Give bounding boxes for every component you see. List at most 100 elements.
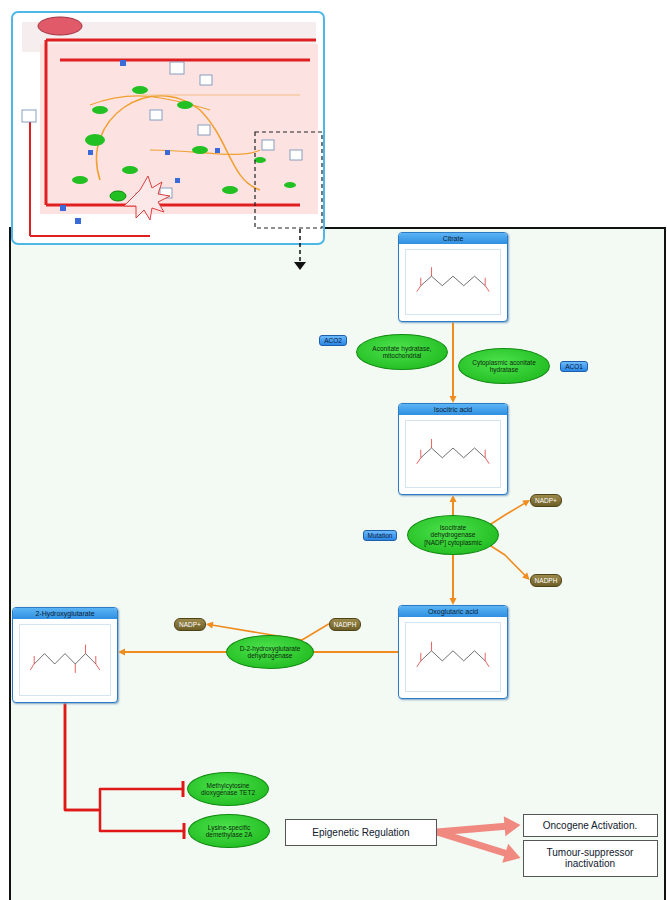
bond-lines (34, 654, 96, 664)
arrow-head (450, 598, 457, 605)
metabolite-box: Citrate (398, 232, 508, 322)
connector-line (65, 703, 183, 810)
outcome-box: Epigenetic Regulation (285, 819, 437, 846)
node-label: Epigenetic Regulation (312, 827, 409, 838)
enzyme-oval: Lysine-specific demethylase 2A (188, 814, 270, 848)
oxygen-bonds (30, 645, 100, 673)
arrow-head (502, 844, 520, 863)
node-label: NADPH (535, 577, 558, 584)
arrow-head (522, 500, 530, 507)
node-label: Lysine-specific demethylase 2A (201, 824, 257, 839)
gene-badge: ACO2 (319, 335, 347, 346)
connector-line (302, 624, 329, 640)
text-block: ACO1 (565, 363, 583, 370)
enzyme-oval: Aconitate hydratase, mitochondrial (356, 334, 448, 370)
arrow-head (118, 649, 125, 656)
node-label: Cytoplasmic aconitate hydratase (471, 359, 537, 374)
text-block: Tumour-suppressor inactivation (532, 847, 649, 869)
metabolite-title: Isocitric acid (399, 404, 507, 415)
structure-frame (19, 624, 111, 696)
bond-lines (421, 651, 485, 661)
text-block: Methylcytosine dioxygenase TET2 (200, 782, 256, 797)
cofactor-pill: NADPH (329, 618, 362, 631)
connector (491, 546, 530, 580)
arrow-head (450, 396, 457, 403)
gene-badge: Mutation (363, 530, 398, 541)
text-block: NADPH (535, 577, 558, 584)
arrow-head (450, 495, 457, 502)
connector (437, 832, 521, 863)
structure-drawing (21, 626, 109, 695)
node-label: ACO2 (324, 337, 342, 344)
metabolite-box: Isocitric acid (398, 403, 508, 495)
text-block: NADP+ (535, 497, 557, 504)
node-label: ACO1 (565, 363, 583, 370)
connector (65, 703, 183, 810)
connector-line (491, 503, 525, 524)
gene-badge: ACO1 (560, 361, 588, 372)
text-block: NADPH (334, 621, 357, 628)
connector-line (491, 546, 525, 576)
node-label: Methylcytosine dioxygenase TET2 (200, 782, 256, 797)
metabolite-box: 2-Hydroxyglutarate (12, 607, 118, 703)
structure-frame (405, 622, 501, 692)
connector (302, 624, 329, 640)
node-label: Oncogene Activation. (543, 820, 638, 831)
node-label: Mutation (368, 532, 393, 539)
outcome-box: Oncogene Activation. (523, 814, 658, 837)
inhibition-bar (182, 781, 185, 797)
text-block: Oncogene Activation. (543, 820, 638, 831)
text-block: Lysine-specific demethylase 2A (201, 824, 257, 839)
connector-line (452, 322, 454, 397)
oxygen-bonds (417, 642, 489, 667)
text-block: ACO2 (324, 337, 342, 344)
inhibition-bar (183, 823, 186, 839)
node-label: Aconitate hydratase, mitochondrial (369, 345, 435, 360)
connector-line (437, 832, 506, 854)
structure-frame (405, 249, 501, 315)
enzyme-oval: Cytoplasmic aconitate hydratase (458, 348, 550, 384)
connector (491, 500, 530, 524)
node-label: NADP+ (179, 621, 201, 628)
text-block: Cytoplasmic aconitate hydratase (471, 359, 537, 374)
metabolite-title: 2-Hydroxyglutarate (13, 608, 117, 619)
arrow-head (206, 622, 213, 629)
metabolite-title: Citrate (399, 233, 507, 244)
bond-lines (421, 276, 485, 286)
connector (65, 703, 184, 839)
node-label: NADP+ (535, 497, 557, 504)
cofactor-pill: NADPH (530, 574, 563, 587)
cofactor-pill: NADP+ (530, 494, 562, 507)
oxygen-bonds (417, 439, 489, 464)
arrow-head (504, 816, 521, 836)
overview-thumbnail (12, 12, 324, 270)
text-block: Isocitrate dehydrogenase [NADP] cytoplas… (420, 524, 486, 546)
text-block: D-2-hydroxyglutarate dehydrogenase (239, 645, 301, 660)
node-label: Isocitrate dehydrogenase [NADP] cytoplas… (420, 524, 486, 546)
text-block: Epigenetic Regulation (312, 827, 409, 838)
text-block: Aconitate hydratase, mitochondrial (369, 345, 435, 360)
connector-line (437, 826, 506, 832)
oxygen-bonds (417, 267, 489, 291)
text-block: NADP+ (179, 621, 201, 628)
structure-drawing (407, 624, 499, 691)
enzyme-oval: Isocitrate dehydrogenase [NADP] cytoplas… (407, 515, 499, 555)
node-label: Tumour-suppressor inactivation (532, 847, 649, 869)
structure-drawing (407, 251, 499, 314)
metabolite-box: Oxoglutaric acid (398, 605, 508, 699)
bond-lines (421, 448, 485, 458)
structure-drawing (407, 422, 499, 487)
metabolite-title: Oxoglutaric acid (399, 606, 507, 617)
enzyme-oval: Methylcytosine dioxygenase TET2 (187, 772, 269, 806)
enzyme-oval: D-2-hydroxyglutarate dehydrogenase (226, 635, 314, 669)
cofactor-pill: NADP+ (174, 618, 206, 631)
zoom-panel (10, 228, 665, 900)
node-label: D-2-hydroxyglutarate dehydrogenase (239, 645, 301, 660)
text-block: Mutation (368, 532, 393, 539)
node-label: NADPH (334, 621, 357, 628)
connector-line (65, 703, 184, 831)
outcome-box: Tumour-suppressor inactivation (523, 840, 658, 877)
